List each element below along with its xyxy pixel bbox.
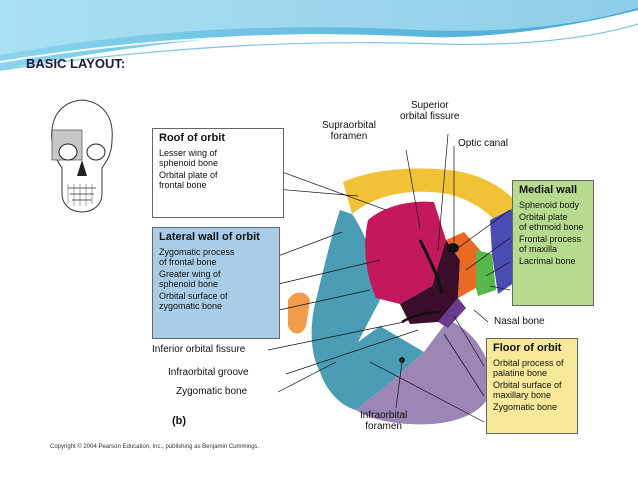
roof-of-orbit-heading: Roof of orbit (159, 132, 225, 144)
lateral-wall-box: Lateral wall of orbit Zygomatic process … (152, 227, 280, 339)
medial-item-sphenoid-body: Sphenoid body (519, 200, 580, 210)
skull-thumbnail (51, 99, 113, 213)
label-superior-orbital-fissure: Superior orbital fissure (400, 100, 460, 122)
medial-item-lacrimal-bone: Lacrimal bone (519, 256, 576, 266)
medial-item-ethmoid-plate: Orbital plate of ethmoid bone (519, 212, 584, 232)
panel-letter: (b) (172, 415, 187, 427)
label-optic-canal: Optic canal (458, 138, 509, 149)
floor-of-orbit-box: Floor of orbit Orbital process of palati… (486, 338, 578, 434)
roof-item-lesser-wing: Lesser wing of sphenoid bone (159, 148, 219, 168)
label-infraorbital-foramen: Infraorbital foramen (360, 410, 408, 432)
floor-item-maxillary-surface: Orbital surface of maxillary bone (493, 380, 562, 400)
copyright-notice: Copyright © 2004 Pearson Education, Inc.… (50, 444, 260, 450)
slide-title: BASIC LAYOUT: (26, 56, 126, 71)
label-nasal-bone: Nasal bone (494, 316, 545, 327)
lateral-wall-heading: Lateral wall of orbit (159, 231, 260, 243)
floor-of-orbit-heading: Floor of orbit (493, 342, 562, 354)
label-inferior-orbital-fissure: Inferior orbital fissure (152, 344, 246, 355)
label-infraorbital-groove: Infraorbital groove (168, 367, 249, 378)
medial-item-frontal-process-maxilla: Frontal process of maxilla (519, 234, 582, 254)
roof-of-orbit-box: Roof of orbit Lesser wing of sphenoid bo… (152, 128, 284, 218)
orbit-diagram-figure: Roof of orbit Lesser wing of sphenoid bo… (40, 90, 596, 460)
lateral-item-zygomatic-process: Zygomatic process of frontal bone (159, 247, 235, 267)
medial-wall-heading: Medial wall (519, 184, 578, 196)
label-supraorbital-foramen: Supraorbital foramen (322, 120, 376, 142)
lateral-item-greater-wing: Greater wing of sphenoid bone (159, 269, 221, 289)
floor-item-palatine: Orbital process of palatine bone (493, 358, 564, 378)
label-zygomatic-bone: Zygomatic bone (176, 386, 248, 397)
roof-item-orbital-plate: Orbital plate of frontal bone (159, 170, 218, 190)
header-wave-decoration (0, 0, 638, 71)
floor-item-zygomatic-bone: Zygomatic bone (493, 402, 558, 412)
medial-wall-box: Medial wall Sphenoid body Orbital plate … (512, 180, 594, 306)
orbit-bones (251, 133, 518, 425)
orbit-illustration (51, 99, 518, 425)
lateral-item-orbital-surface-zygomatic: Orbital surface of zygomatic bone (159, 291, 228, 311)
